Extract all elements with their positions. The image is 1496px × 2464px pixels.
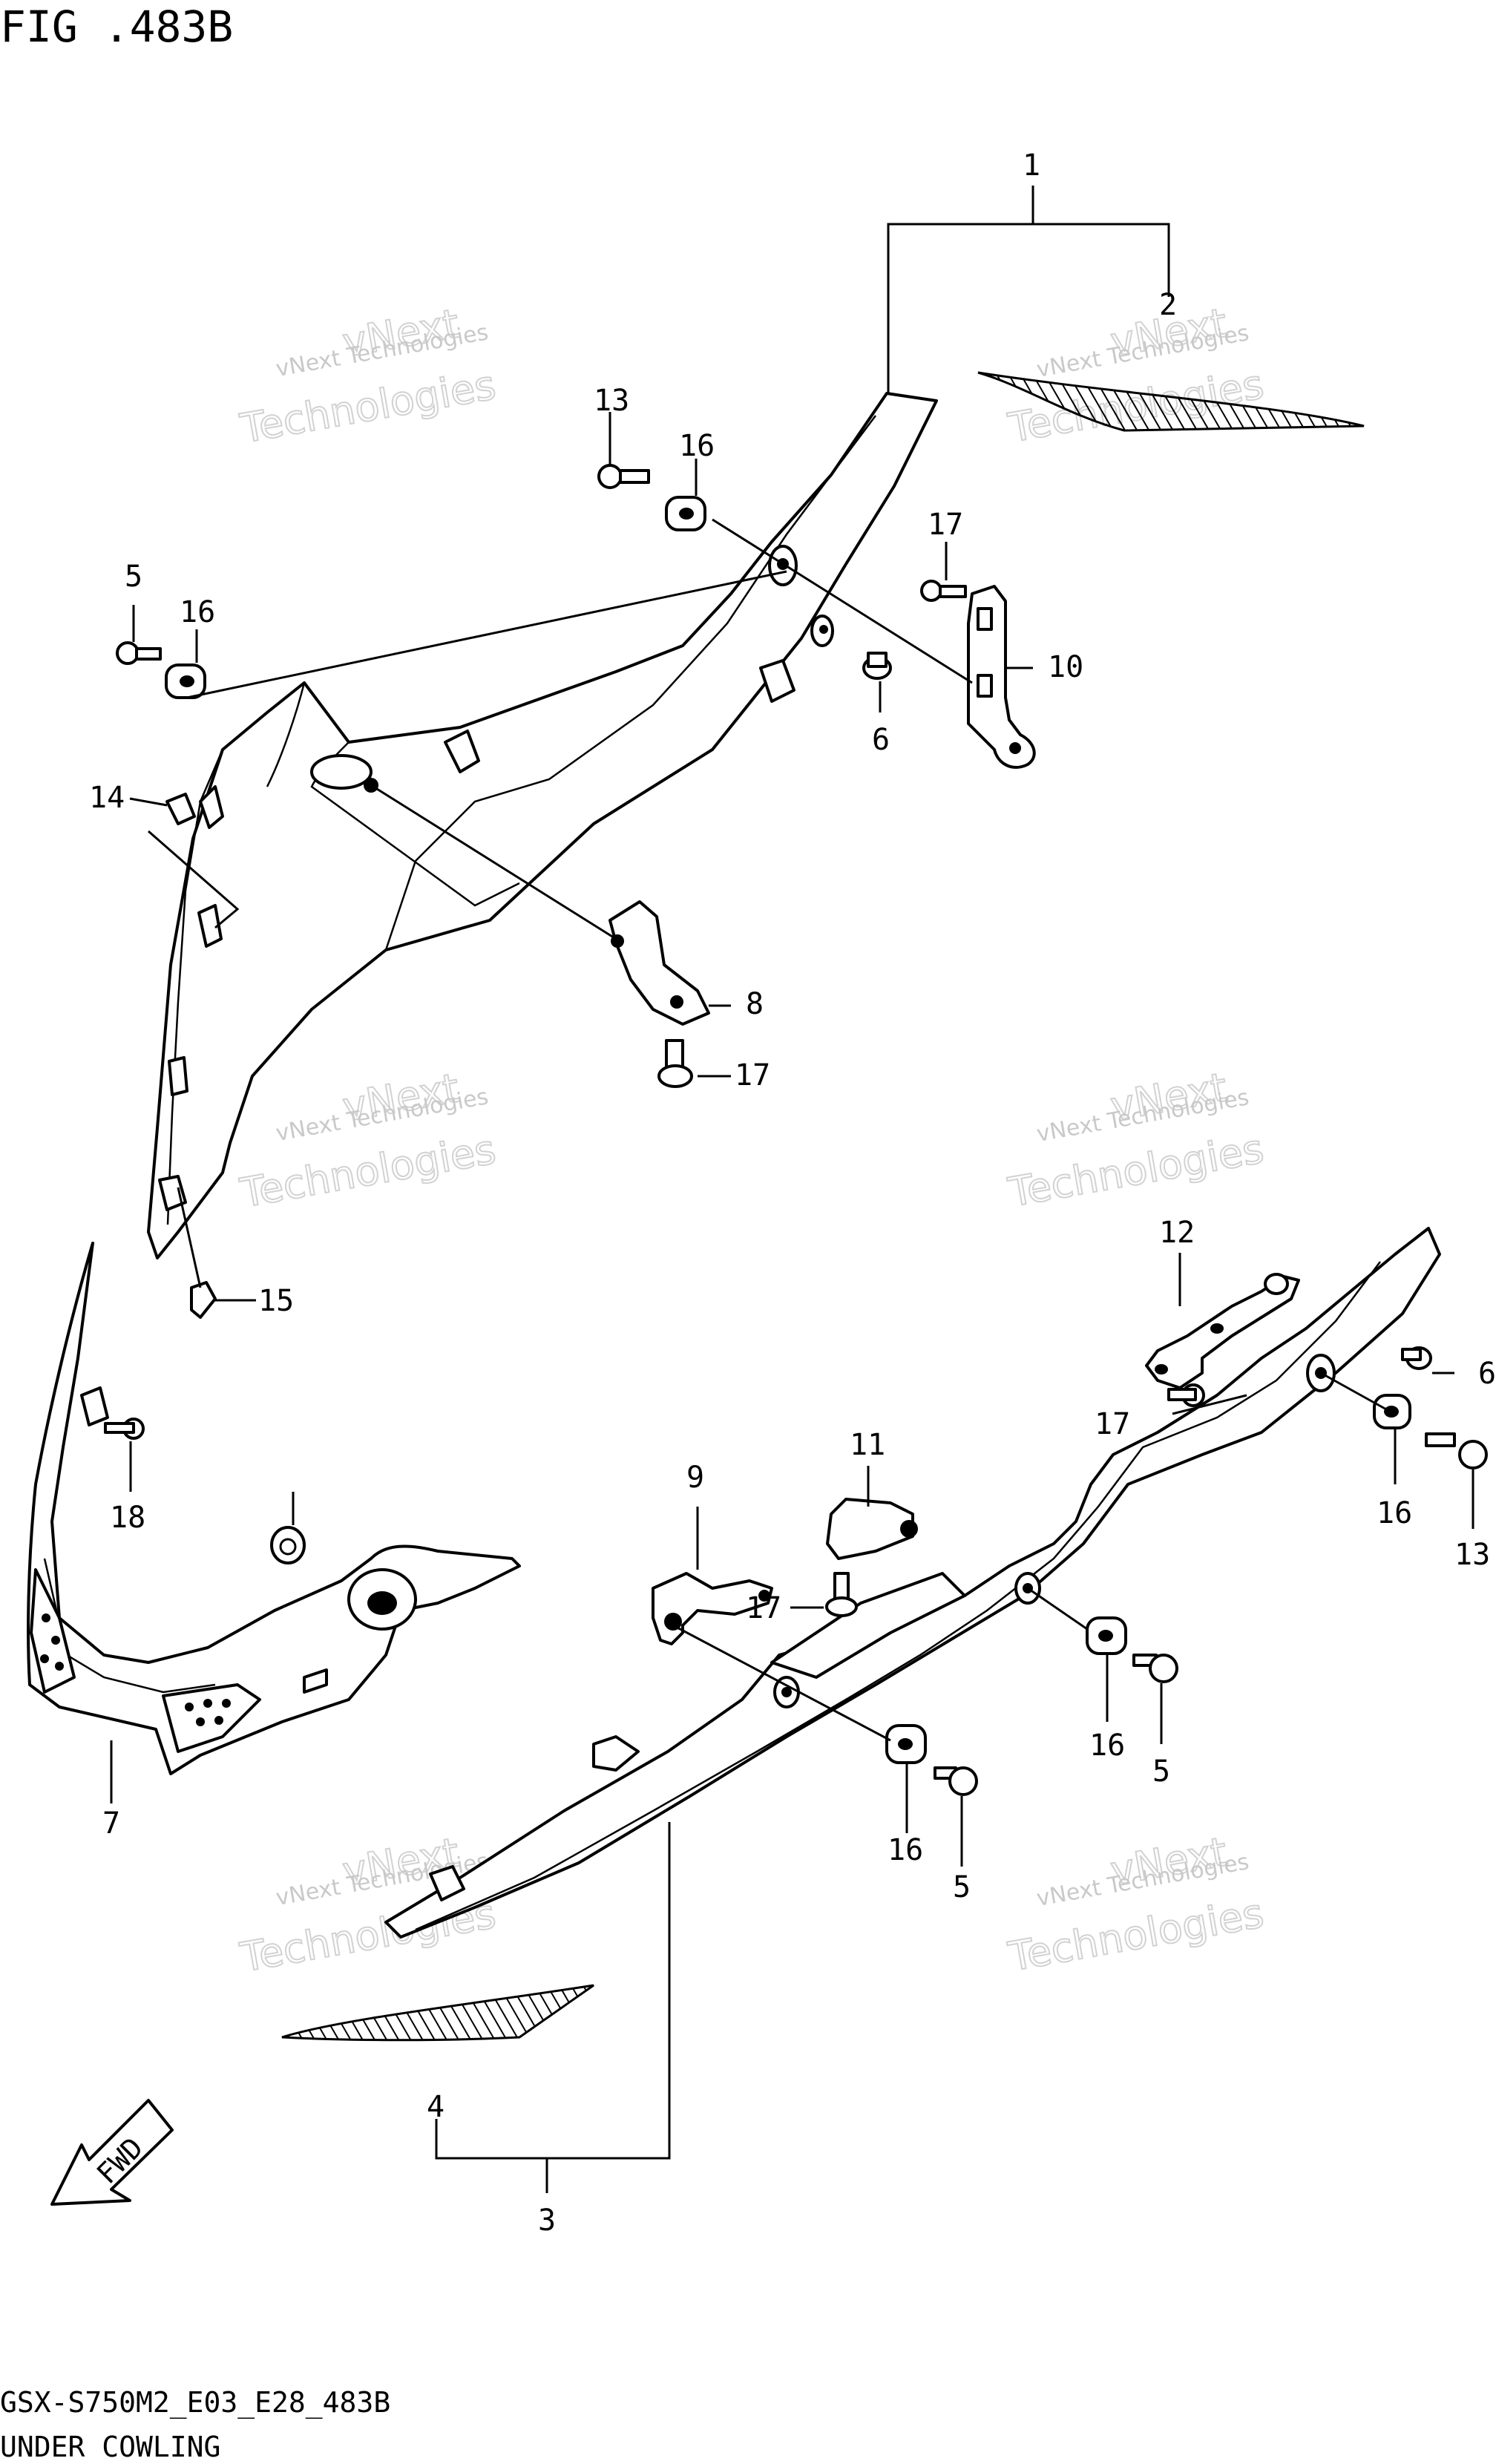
callout: 2 — [1159, 288, 1177, 322]
callout: 13 — [1454, 1538, 1490, 1572]
callout: 17 — [746, 1591, 781, 1625]
callout: 18 — [110, 1501, 145, 1535]
nut-14 — [165, 793, 196, 825]
clip-15 — [190, 1281, 217, 1319]
callout: 8 — [746, 987, 764, 1021]
grommet-16-lower — [885, 1724, 927, 1764]
callout-labels: 1 2 13 16 17 10 5 16 6 14 8 17 15 12 6 1… — [89, 148, 1496, 2238]
bracket-3 — [435, 1822, 671, 2193]
figure-name: UNDER COWLING — [0, 2431, 220, 2463]
callout: 9 — [686, 1461, 704, 1495]
callout: 4 — [427, 2090, 444, 2124]
part-11-clip — [826, 1498, 918, 1560]
callout: 5 — [1152, 1754, 1170, 1789]
callout: 17 — [1095, 1407, 1130, 1441]
watermark: Technologies vNext vNext Technologies — [1004, 1827, 1268, 1981]
part-7-lower-cowl — [27, 1242, 521, 1775]
callout: 16 — [1377, 1496, 1412, 1530]
callout: 15 — [258, 1284, 294, 1318]
callout: 7 — [102, 1806, 120, 1841]
bolt-5-mid — [1132, 1654, 1178, 1683]
part-2-decal — [977, 371, 1365, 432]
bracket-1 — [887, 186, 1170, 393]
watermark: Technologies vNext vNext Technologies — [1004, 1063, 1268, 1216]
callout: 12 — [1159, 1216, 1195, 1250]
callout: 10 — [1048, 650, 1083, 684]
screw-17-right — [1167, 1383, 1205, 1407]
grommet-16-right — [1373, 1394, 1411, 1429]
callout: 5 — [953, 1870, 971, 1904]
screw-18 — [104, 1418, 145, 1440]
callout: 6 — [1478, 1357, 1496, 1391]
callout: 11 — [850, 1428, 885, 1462]
part-3-lower-long-cowl — [384, 1227, 1441, 1939]
part-12-bracket — [1145, 1273, 1300, 1389]
callout: 16 — [180, 595, 215, 629]
callout: 6 — [872, 723, 890, 757]
part-4-decal — [281, 1984, 594, 2042]
callout: 14 — [89, 781, 125, 815]
part-1-side-cowling — [147, 392, 938, 1259]
screw-17-lower — [825, 1572, 858, 1617]
bolt-13-right — [1425, 1432, 1488, 1469]
callout: 1 — [1023, 148, 1040, 183]
callout: 16 — [888, 1833, 923, 1867]
grommet-16-top — [665, 496, 706, 531]
bolt-5-left — [116, 641, 162, 665]
figure-code: GSX-S750M2_E03_E28_483B — [0, 2386, 390, 2419]
hardware — [104, 464, 1488, 1796]
bolt-13-top — [597, 464, 650, 489]
grommet-6-top — [862, 652, 892, 680]
grommet-6-lower — [270, 1526, 306, 1564]
callout: 16 — [1089, 1729, 1125, 1763]
grommet-16-mid — [1086, 1616, 1127, 1655]
callout: 17 — [735, 1058, 770, 1092]
watermark: Technologies vNext vNext Technologies — [236, 299, 500, 453]
callout: 17 — [928, 508, 963, 542]
screw-17-mid — [657, 1039, 693, 1088]
part-9-bracket — [652, 1572, 773, 1645]
bolt-5-lower — [934, 1766, 978, 1796]
callout: 5 — [125, 560, 142, 594]
svg-text:Technologies: Technologies — [237, 1126, 499, 1216]
callout: 16 — [679, 429, 715, 463]
callout: 3 — [538, 2203, 556, 2238]
svg-text:Technologies: Technologies — [237, 361, 499, 452]
callout: 13 — [594, 384, 629, 418]
forward-direction-badge: FWD — [50, 2099, 174, 2206]
part-8-bracket — [608, 900, 710, 1026]
watermark: Technologies vNext vNext Technologies — [236, 1064, 500, 1217]
part-10-bracket — [967, 585, 1036, 769]
figure-title: FIG .483B — [0, 1, 233, 52]
leader-lines — [110, 412, 1474, 1867]
grommet-6-right — [1401, 1346, 1432, 1370]
grommet-16-left — [165, 663, 206, 699]
screw-17-top — [920, 580, 967, 602]
